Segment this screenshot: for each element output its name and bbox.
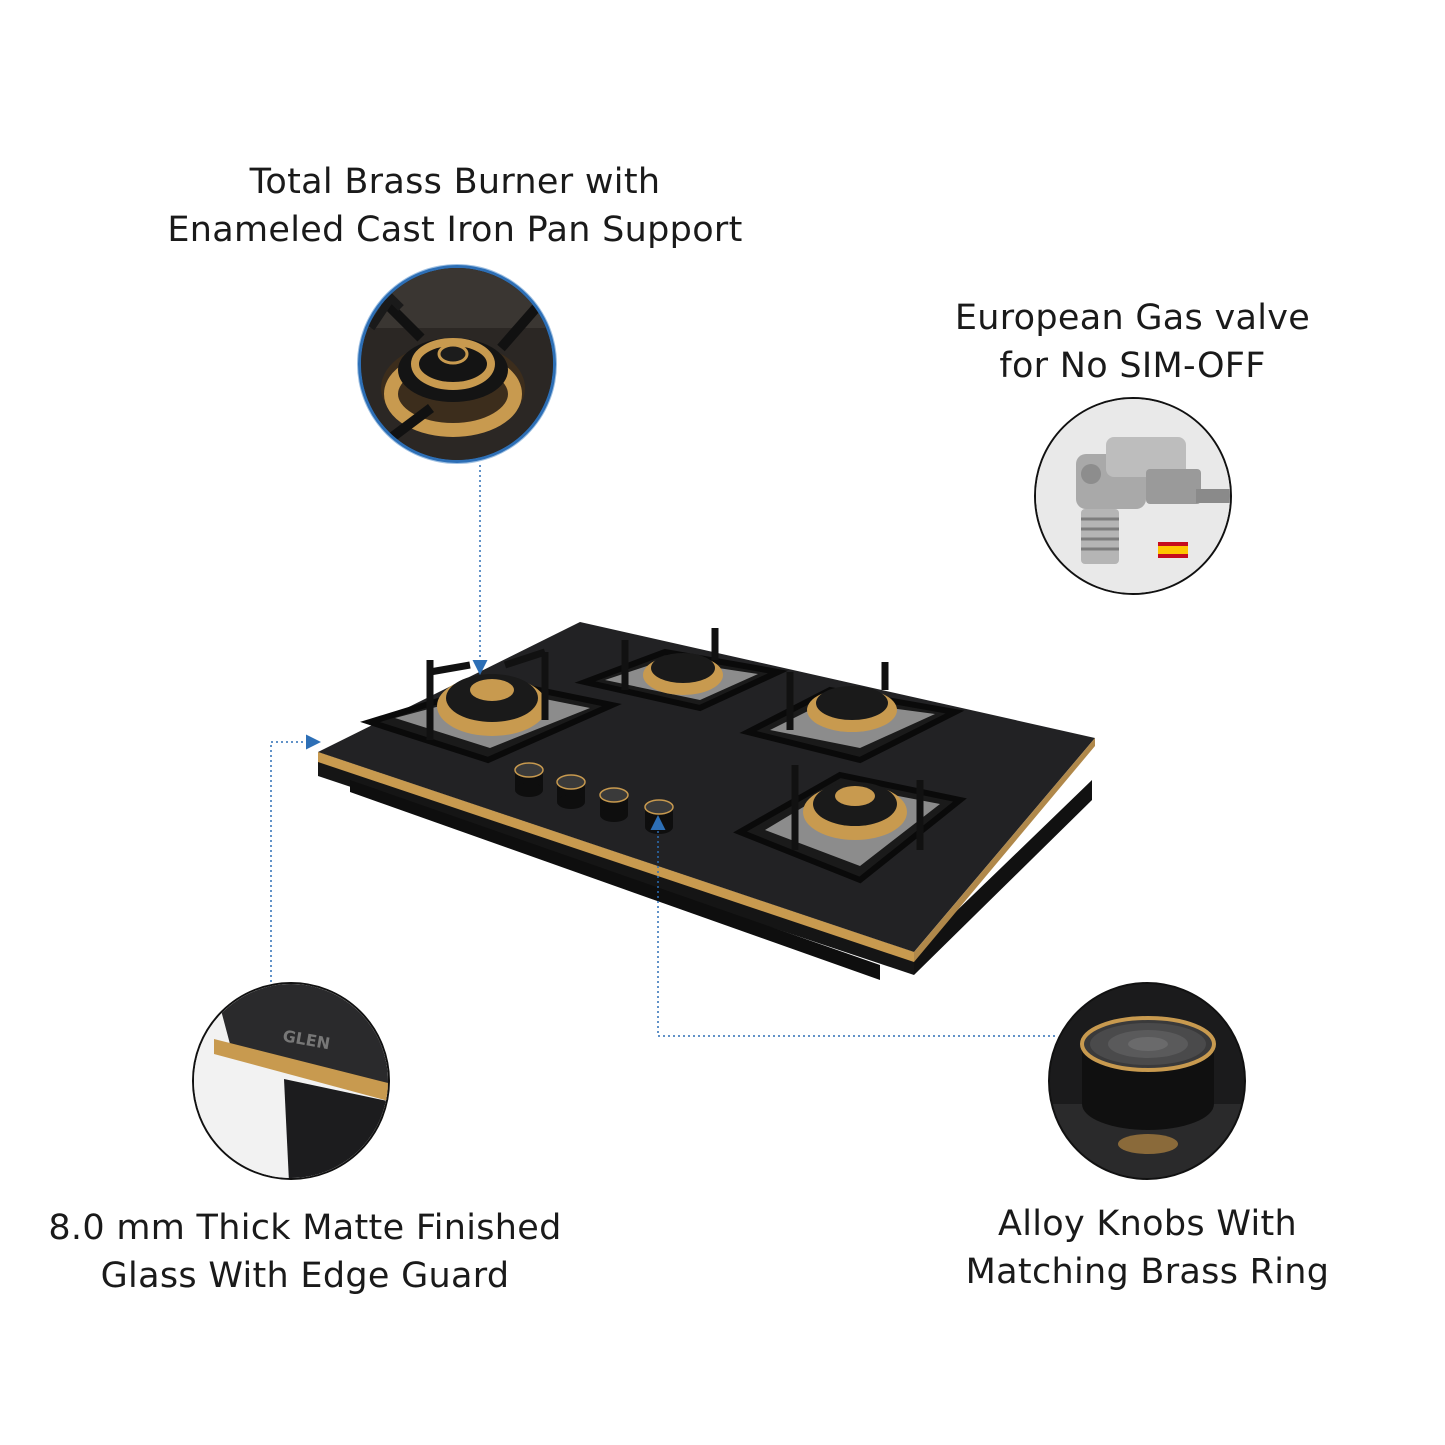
burner-caption-line1: Total Brass Burner with — [249, 162, 661, 202]
valve-caption-line2: for No SIM-OFF — [999, 346, 1266, 386]
burner-closeup-image — [358, 265, 556, 463]
glass-edge-closeup-image: GLEN — [192, 982, 390, 1180]
burner-caption-line2: Enameled Cast Iron Pan Support — [167, 210, 743, 250]
glass-caption-line2: Glass With Edge Guard — [100, 1256, 510, 1296]
knob-closeup-image — [1048, 982, 1246, 1180]
knob-4 — [644, 799, 674, 834]
knobs-feature-caption: Alloy Knobs With Matching Brass Ring — [945, 1200, 1350, 1296]
valve-closeup-image — [1034, 397, 1232, 595]
connector-lines — [270, 465, 1055, 1037]
glass-feature-caption: 8.0 mm Thick Matte Finished Glass With E… — [40, 1204, 570, 1300]
knob-2 — [556, 774, 586, 809]
control-knobs — [514, 762, 674, 834]
burner-feature-caption: Total Brass Burner with Enameled Cast Ir… — [150, 158, 760, 254]
valve-caption-line1: European Gas valve — [954, 298, 1311, 338]
knob-1 — [514, 762, 544, 797]
brass-edge-guard — [318, 752, 914, 962]
spain-flag-icon — [1158, 542, 1188, 558]
knob-connector — [650, 815, 1055, 1037]
burner-front-left — [360, 648, 622, 764]
burner-rear-left — [574, 628, 788, 712]
glass-caption-line1: 8.0 mm Thick Matte Finished — [48, 1208, 562, 1248]
burner-front-right — [733, 765, 967, 884]
gas-valve-icon — [1036, 399, 1230, 593]
glass-edge-icon: GLEN — [194, 984, 388, 1178]
valve-feature-caption: European Gas valve for No SIM-OFF — [940, 294, 1325, 390]
glass-connector — [270, 734, 321, 982]
knobs-caption-line2: Matching Brass Ring — [965, 1252, 1330, 1292]
knob-3 — [599, 787, 629, 822]
knobs-caption-line1: Alloy Knobs With — [997, 1204, 1298, 1244]
burner-rear-right — [739, 662, 965, 764]
